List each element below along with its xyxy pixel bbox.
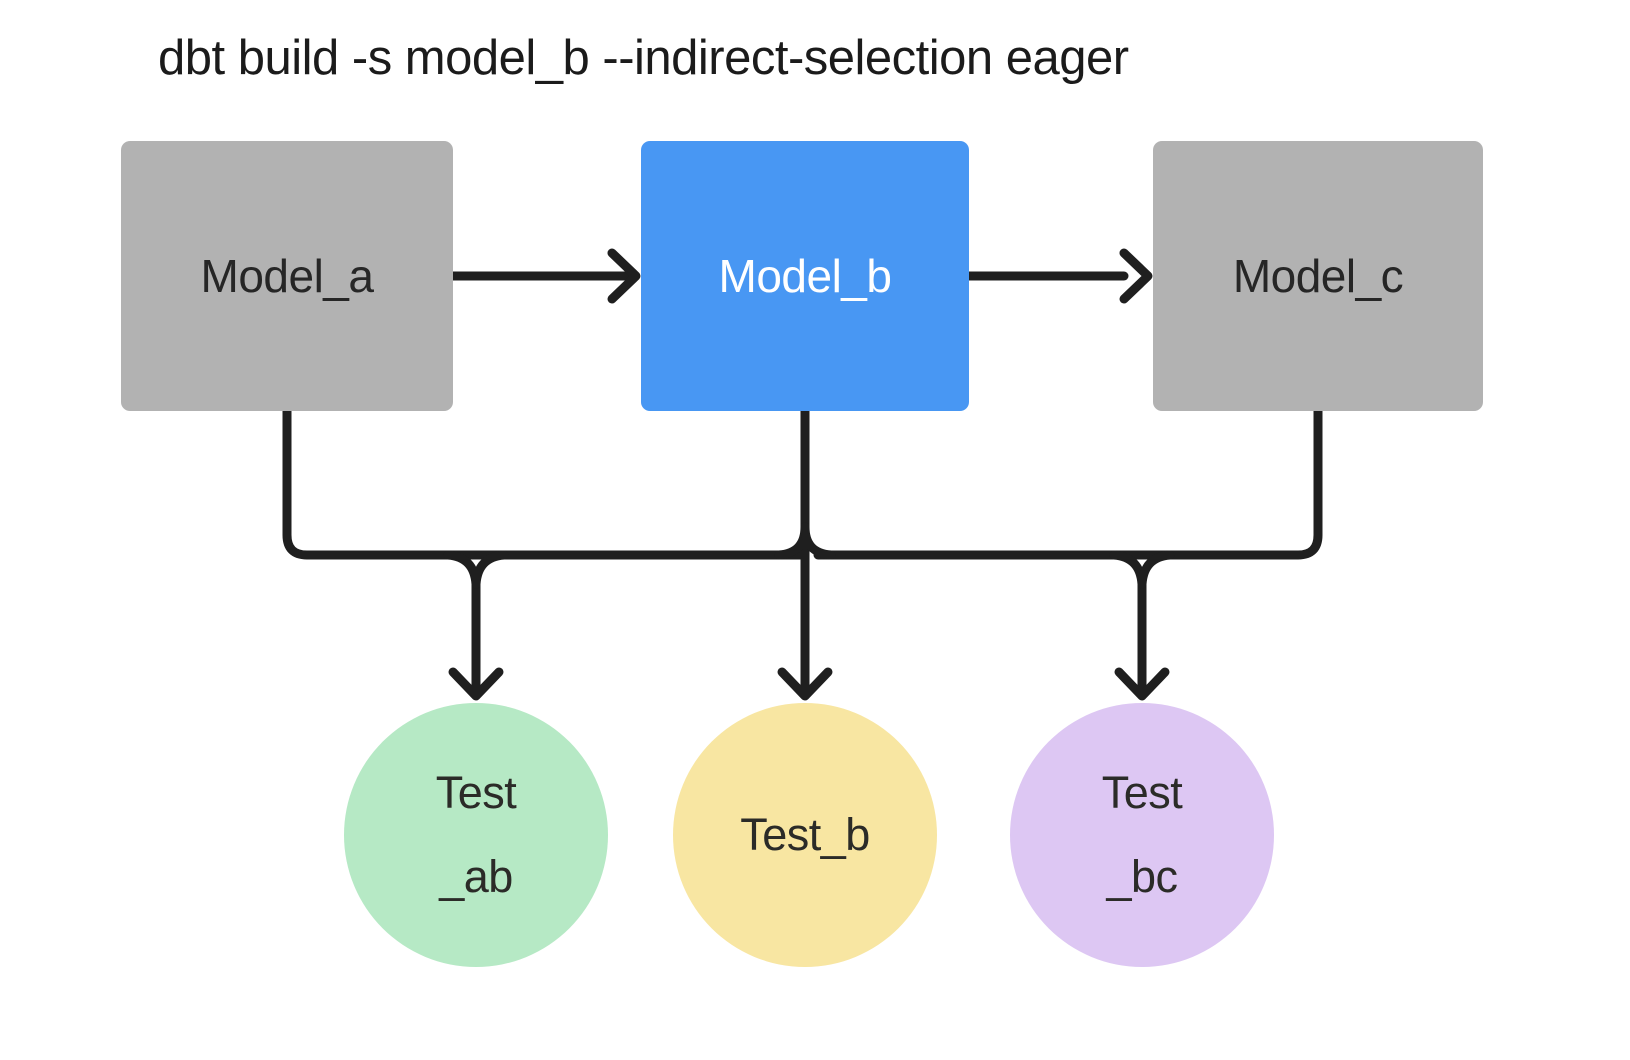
node-model-c: Model_c [1153, 141, 1483, 411]
node-model-a: Model_a [121, 141, 453, 411]
edge-model-c-down-to-bus [813, 406, 1323, 560]
node-model-b: Model_b [641, 141, 969, 411]
arrowhead-into-model-c [1119, 248, 1153, 304]
arrowhead-into-test-bc [1114, 667, 1170, 701]
node-model-a-label: Model_a [200, 250, 374, 302]
node-test-ab: Test _ab [344, 703, 608, 967]
edge-model-a-down-to-bus [282, 406, 805, 560]
node-model-c-label: Model_c [1232, 250, 1404, 302]
bus-junction-test-bc-right-fillet [1137, 550, 1175, 589]
diagram-title: dbt build -s model_b --indirect-selectio… [158, 31, 1129, 85]
node-test-bc: Test _bc [1010, 703, 1274, 967]
node-test-ab-label: Test _ab [435, 767, 517, 902]
node-test-b-label: Test_b [740, 809, 870, 860]
node-model-b-label: Model_b [718, 250, 892, 302]
node-test-b: Test_b [673, 703, 937, 967]
node-test-bc-label: Test _bc [1101, 767, 1183, 902]
bus-junction-model-b-right-fillet [800, 522, 836, 560]
arrowhead-into-model-b [607, 248, 641, 304]
arrowhead-into-test-ab [448, 667, 504, 701]
bus-junction-test-ab-right-fillet [471, 550, 509, 589]
arrowhead-into-test-b [777, 667, 833, 701]
